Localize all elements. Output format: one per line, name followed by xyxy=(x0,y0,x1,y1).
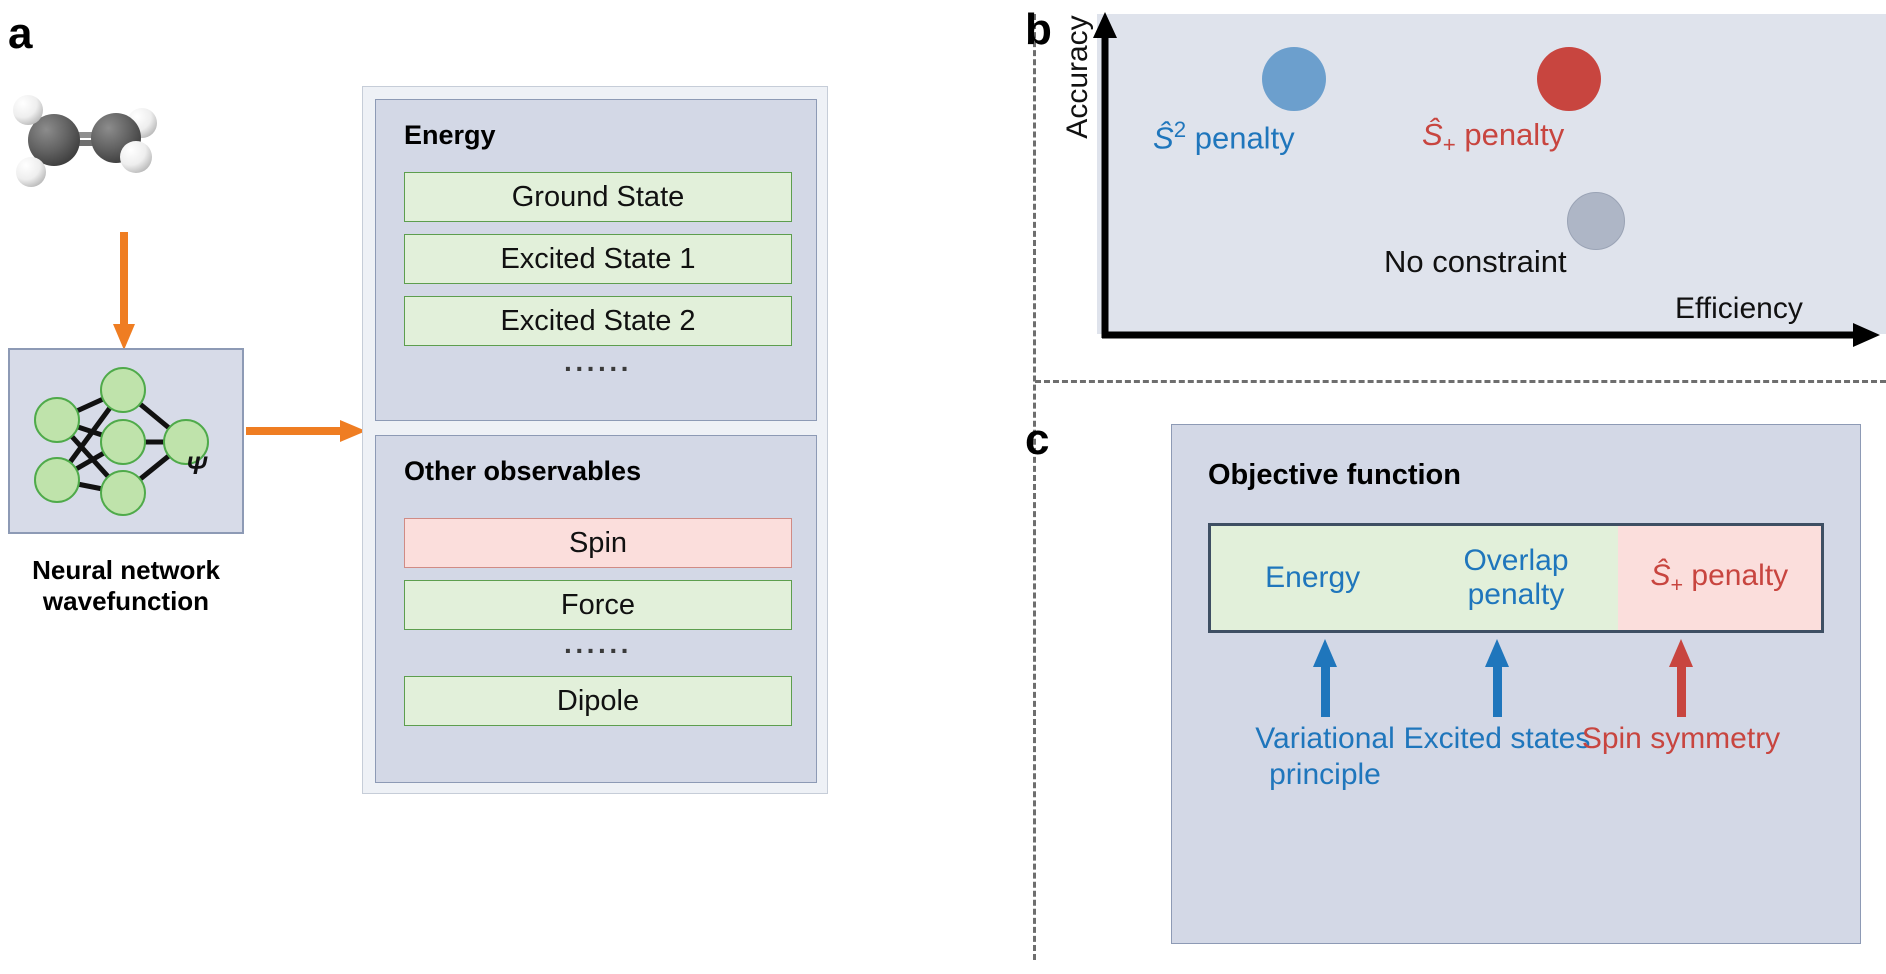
other-observables-panel: Other observables Spin Force ······ Dipo… xyxy=(375,435,817,783)
objective-term-energy[interactable]: Energy xyxy=(1211,526,1415,630)
energy-item-ground-state[interactable]: Ground State xyxy=(404,172,792,222)
vertical-divider xyxy=(1033,14,1036,960)
objective-function-title: Objective function xyxy=(1208,459,1461,491)
bubble-s2-penalty[interactable] xyxy=(1262,47,1326,111)
panel-c-letter: c xyxy=(1025,415,1050,464)
observables-ellipsis: ······ xyxy=(564,635,632,666)
psi-symbol-label: Ψ xyxy=(186,452,207,480)
ethylene-molecule-image xyxy=(13,95,157,187)
bubble-label-no-constraint: No constraint xyxy=(1384,244,1567,279)
bubble-splus-penalty[interactable] xyxy=(1537,47,1601,111)
panel-c: c Objective function Energy Overlap pena… xyxy=(1025,380,1886,974)
bubble-label-s2-penalty: Ŝ2 penalty xyxy=(1153,117,1295,156)
other-observables-title: Other observables xyxy=(404,456,642,486)
objective-term-splus-penalty[interactable]: Ŝ+ penalty xyxy=(1617,526,1821,630)
objective-function-card: Objective function Energy Overlap penalt… xyxy=(1171,424,1861,944)
arrow-up-icon-variational xyxy=(1313,639,1337,717)
arrow-down-icon xyxy=(113,232,135,350)
observable-item-spin[interactable]: Spin xyxy=(404,518,792,568)
energy-panel: Energy Ground State Excited State 1 Exci… xyxy=(375,99,817,421)
panel-b-letter: b xyxy=(1025,5,1052,54)
bubble-no-constraint[interactable] xyxy=(1567,192,1625,250)
neural-network-diagram xyxy=(34,367,209,516)
neural-network-box: Ψ xyxy=(8,348,244,534)
horizontal-divider xyxy=(1035,380,1886,383)
arrow-up-icon-spin xyxy=(1669,639,1693,717)
bubble-label-splus-penalty: Ŝ+ penalty xyxy=(1422,117,1565,158)
energy-ellipsis: ······ xyxy=(564,353,632,384)
plot-axes xyxy=(1093,12,1880,347)
energy-panel-title: Energy xyxy=(404,120,496,150)
panel-a: a xyxy=(8,9,828,794)
y-axis-label: Accuracy xyxy=(1061,15,1094,139)
arrow-right-icon xyxy=(246,420,366,442)
objective-terms-row: Energy Overlap penalty Ŝ+ penalty xyxy=(1208,523,1824,633)
objective-caption-excited-states: Excited states xyxy=(1403,722,1591,755)
x-axis-label: Efficiency xyxy=(1675,292,1803,325)
objective-term-overlap-penalty[interactable]: Overlap penalty xyxy=(1414,526,1618,630)
accuracy-efficiency-plot: Ŝ2 penalty Ŝ+ penalty No constraint xyxy=(1097,14,1886,334)
objective-caption-variational-principle: Variational principle xyxy=(1255,722,1395,791)
objective-caption-spin-symmetry: Spin symmetry xyxy=(1581,722,1781,755)
observable-item-force[interactable]: Force xyxy=(404,580,792,630)
panel-b: b Ŝ2 penalty Ŝ+ penalty No constraint Ac… xyxy=(1025,0,1886,380)
energy-item-excited-state-2[interactable]: Excited State 2 xyxy=(404,296,792,346)
neural-network-caption: Neural network wavefunction xyxy=(32,555,220,617)
panel-a-letter: a xyxy=(8,9,33,58)
energy-item-excited-state-1[interactable]: Excited State 1 xyxy=(404,234,792,284)
arrow-up-icon-excited xyxy=(1485,639,1509,717)
outputs-card: Energy Ground State Excited State 1 Exci… xyxy=(362,86,828,794)
observable-item-dipole[interactable]: Dipole xyxy=(404,676,792,726)
